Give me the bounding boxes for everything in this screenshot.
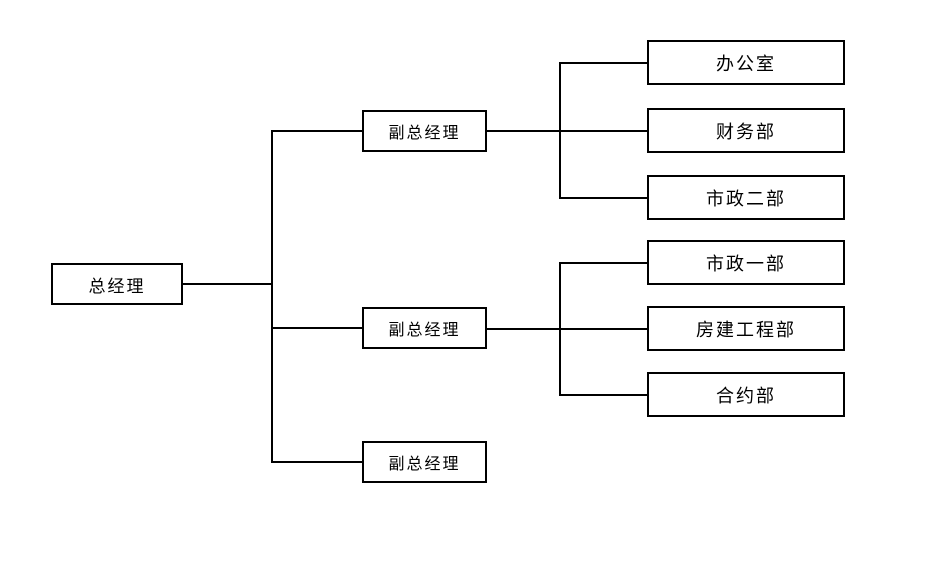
connector-leaf-2-1 — [559, 262, 647, 264]
node-department-building-engineering[interactable]: 房建工程部 — [647, 306, 845, 351]
connector-branch-deputy-2 — [271, 327, 362, 329]
connector-leaf-2-2 — [559, 328, 647, 330]
node-deputy-general-manager-2[interactable]: 副总经理 — [362, 307, 487, 349]
node-deputy-general-manager-1[interactable]: 副总经理 — [362, 110, 487, 152]
node-general-manager[interactable]: 总经理 — [51, 263, 183, 305]
connector-leaf-1-3 — [559, 197, 647, 199]
connector-branch-deputy-1 — [271, 130, 362, 132]
connector-stem-group-2 — [487, 328, 560, 330]
connector-main-spine — [271, 130, 273, 463]
connector-root-stem — [183, 283, 272, 285]
node-department-municipal-1[interactable]: 市政一部 — [647, 240, 845, 285]
node-department-municipal-2[interactable]: 市政二部 — [647, 175, 845, 220]
connector-leaf-1-1 — [559, 62, 647, 64]
node-department-office[interactable]: 办公室 — [647, 40, 845, 85]
connector-leaf-2-3 — [559, 394, 647, 396]
node-department-finance[interactable]: 财务部 — [647, 108, 845, 153]
connector-stem-group-1 — [487, 130, 560, 132]
node-deputy-general-manager-3[interactable]: 副总经理 — [362, 441, 487, 483]
connector-branch-deputy-3 — [271, 461, 362, 463]
connector-leaf-1-2 — [559, 130, 647, 132]
node-department-contract[interactable]: 合约部 — [647, 372, 845, 417]
